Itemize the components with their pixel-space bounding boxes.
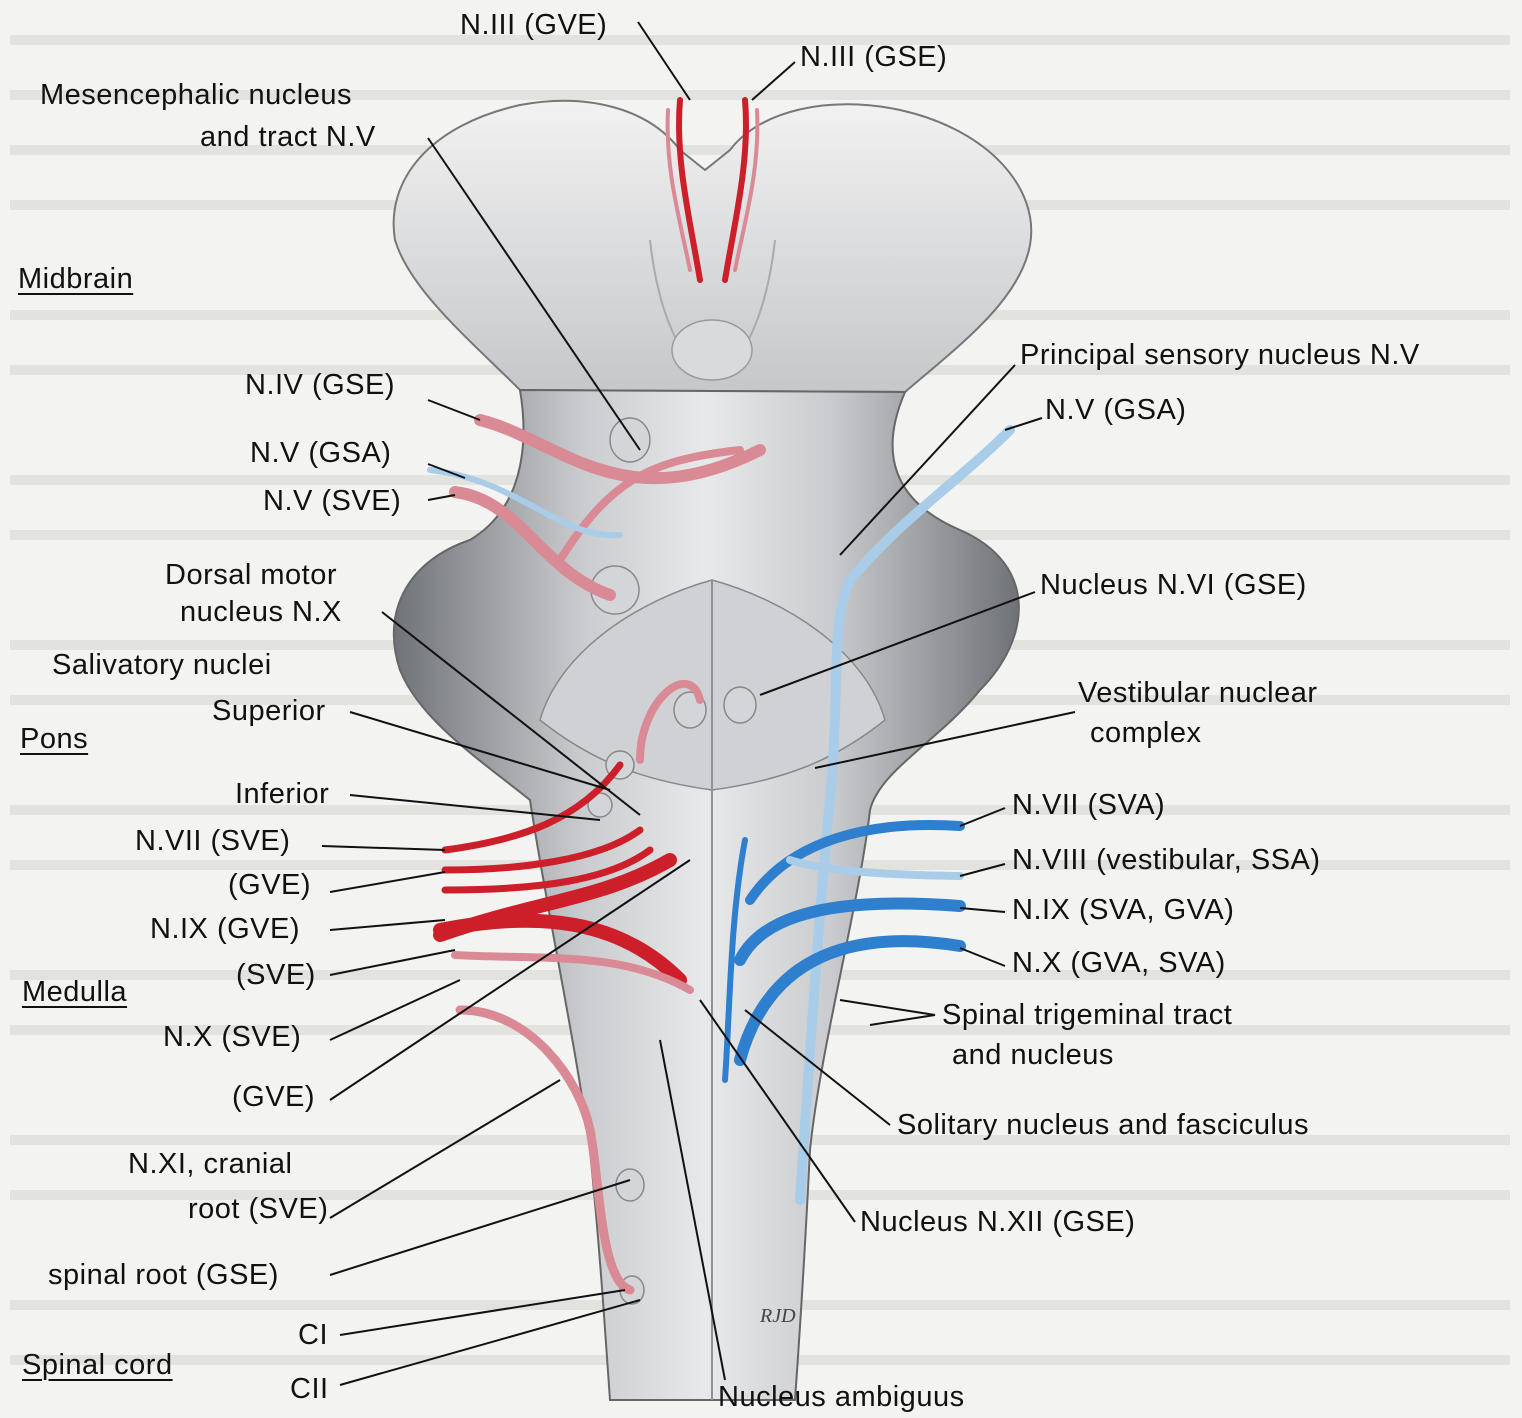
label-nucleus-n6: Nucleus N.VI (GSE) <box>1040 568 1307 602</box>
label-solitary-nucleus: Solitary nucleus and fasciculus <box>897 1108 1309 1142</box>
label-mesencephalic-tract: and tract N.V <box>200 120 376 154</box>
label-n9-sva-gva: N.IX (SVA, GVA) <box>1012 893 1234 927</box>
brainstem-body <box>394 390 1019 1400</box>
region-pons: Pons <box>20 722 88 756</box>
label-dorsal-motor: Dorsal motor <box>165 558 337 592</box>
label-vestibular-complex: complex <box>1090 716 1202 750</box>
label-mesencephalic-nucleus: Mesencephalic nucleus <box>40 78 352 112</box>
artist-signature: RJD <box>760 1305 796 1328</box>
label-n9-gve: N.IX (GVE) <box>150 912 300 946</box>
label-c1: CI <box>298 1318 328 1352</box>
label-nucleus-ambiguus: Nucleus ambiguus <box>718 1380 965 1414</box>
label-n11-spinal-root: spinal root (GSE) <box>48 1258 279 1292</box>
region-spinal-cord: Spinal cord <box>22 1348 173 1382</box>
label-nucleus-n12: Nucleus N.XII (GSE) <box>860 1205 1135 1239</box>
label-n11-root-sve: root (SVE) <box>188 1192 328 1226</box>
label-vestibular-nuclear: Vestibular nuclear <box>1078 676 1318 710</box>
label-n5-gsa-right: N.V (GSA) <box>1045 393 1186 427</box>
label-n4-gse: N.IV (GSE) <box>245 368 395 402</box>
label-salivatory-nuclei: Salivatory nuclei <box>52 648 272 682</box>
region-midbrain: Midbrain <box>18 262 133 296</box>
label-n8-vestibular: N.VIII (vestibular, SSA) <box>1012 843 1321 877</box>
label-n5-sve: N.V (SVE) <box>263 484 401 518</box>
label-n9-sve: (SVE) <box>236 958 316 992</box>
label-spinal-trigeminal-nucleus: and nucleus <box>952 1038 1114 1072</box>
label-spinal-trigeminal-tract: Spinal trigeminal tract <box>942 998 1232 1032</box>
label-principal-sensory: Principal sensory nucleus N.V <box>1020 338 1420 372</box>
label-superior: Superior <box>212 694 326 728</box>
label-n7-sva: N.VII (SVA) <box>1012 788 1165 822</box>
label-inferior: Inferior <box>235 777 329 811</box>
label-n7-sve: N.VII (SVE) <box>135 824 290 858</box>
region-medulla: Medulla <box>22 975 127 1009</box>
label-dorsal-motor-nucleus: nucleus N.X <box>180 595 342 629</box>
label-n5-gsa-left: N.V (GSA) <box>250 436 391 470</box>
label-n10-gve: (GVE) <box>232 1080 315 1114</box>
label-c2: CII <box>290 1372 329 1406</box>
label-n7-gve: (GVE) <box>228 868 311 902</box>
label-n3-gse: N.III (GSE) <box>800 40 947 74</box>
label-n10-gva-sva: N.X (GVA, SVA) <box>1012 946 1226 980</box>
label-n3-gve: N.III (GVE) <box>460 8 607 42</box>
label-n11-cranial: N.XI, cranial <box>128 1147 292 1181</box>
label-n10-sve: N.X (SVE) <box>163 1020 301 1054</box>
